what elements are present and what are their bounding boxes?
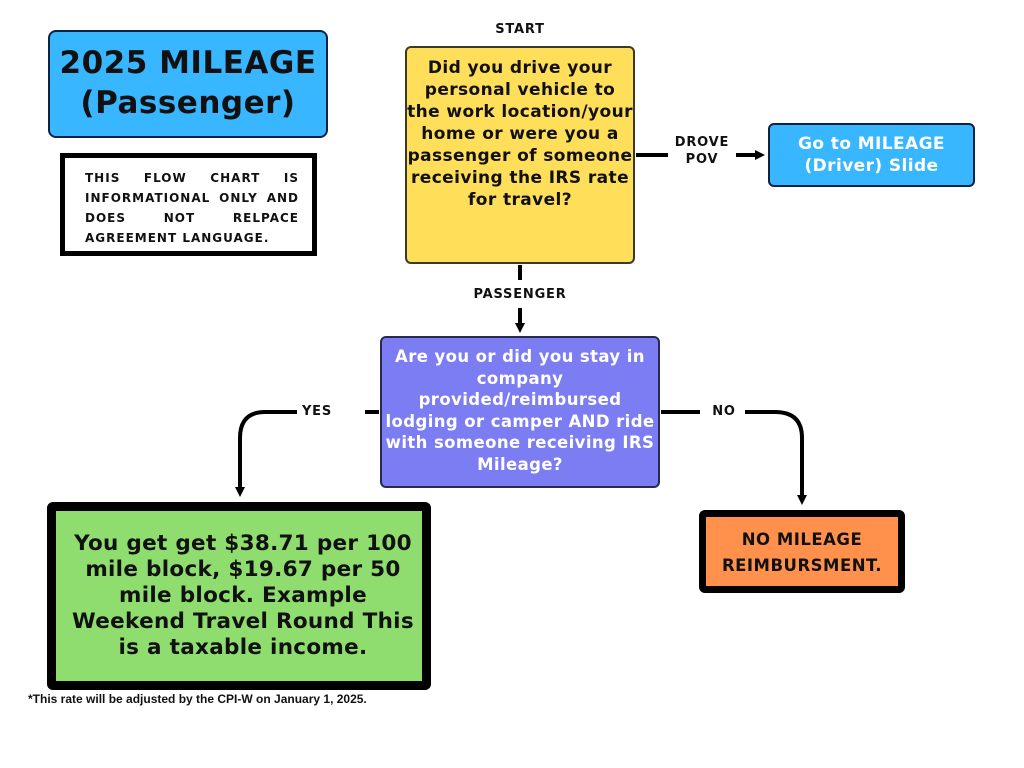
title-line1: 2025 MILEAGE: [59, 45, 317, 81]
drove-pov-label: DROVE POV: [668, 134, 736, 168]
start-label: START: [480, 21, 560, 38]
connector-yes: [240, 410, 379, 492]
footnote: *This rate will be adjusted by the CPI-W…: [28, 692, 367, 706]
driver-slide-box: Go to MILEAGE (Driver) Slide: [768, 123, 975, 187]
no-label: NO: [704, 403, 744, 420]
no-outcome-box: NO MILEAGE REIMBURSMENT.: [699, 510, 905, 593]
title-box: 2025 MILEAGE (Passenger): [48, 30, 328, 138]
drove-label-line1: DROVE: [674, 135, 730, 150]
drove-label-line2: POV: [685, 152, 719, 167]
connector-no: [661, 410, 802, 500]
passenger-label: PASSENGER: [455, 286, 585, 303]
yes-outcome-box: You get get $38.71 per 100 mile block, $…: [47, 502, 431, 690]
disclaimer-box: THIS FLOW CHART IS INFORMATIONAL ONLY AN…: [60, 153, 317, 256]
question1-box: Did you drive your personal vehicle to t…: [405, 46, 635, 264]
question2-box: Are you or did you stay in company provi…: [380, 336, 660, 488]
title-line2: (Passenger): [80, 85, 296, 121]
yes-label: YES: [297, 403, 337, 420]
